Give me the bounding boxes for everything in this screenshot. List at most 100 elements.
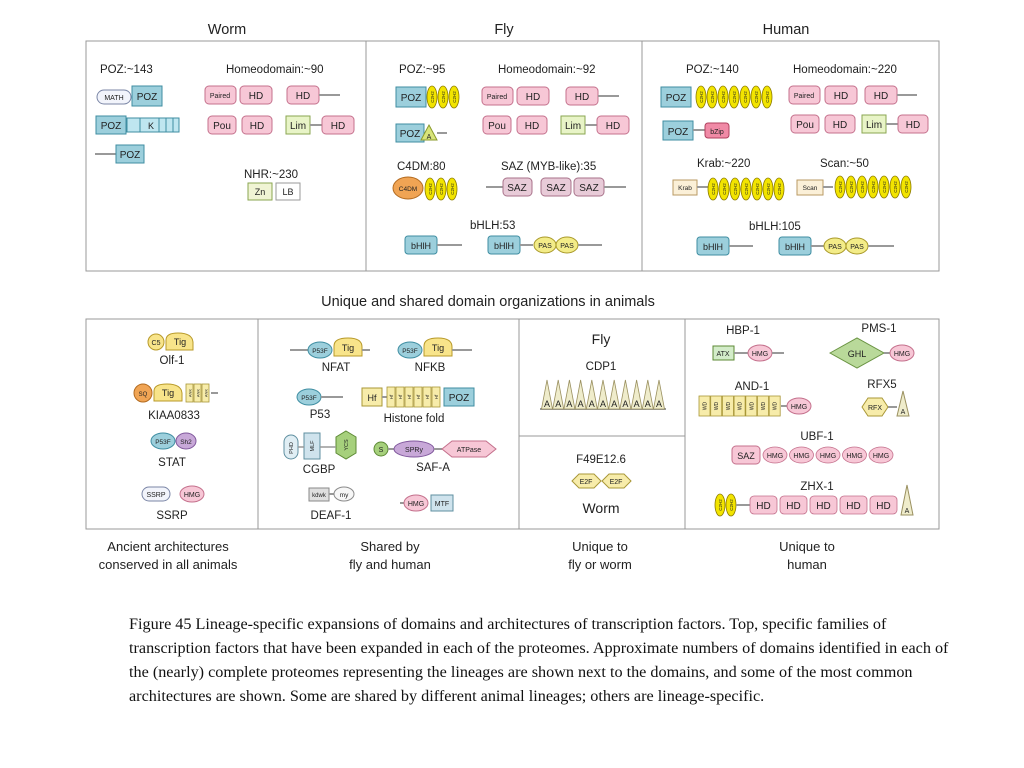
- nfkb-architecture: P53F Tig NFKB: [397, 337, 472, 374]
- ubf1-name: UBF-1: [800, 431, 833, 443]
- a-label: A: [544, 399, 550, 409]
- ank-label: ANK: [188, 389, 193, 398]
- saz-domain: [731, 445, 761, 465]
- hd-domain: [321, 115, 355, 135]
- hd-label: HD: [834, 91, 848, 102]
- e2f-domain: [601, 473, 632, 489]
- hd-domain: [839, 495, 868, 515]
- hmg-label: HMG: [184, 492, 200, 499]
- human-poz-bzip-architecture: POZ bZip: [662, 120, 730, 141]
- tig-label: Tig: [342, 343, 354, 353]
- poz-domain: [443, 387, 475, 407]
- math-label: MATH: [104, 95, 123, 102]
- fly-homeodomain-count: Homeodomain:~92: [498, 64, 596, 76]
- lb-domain: [275, 182, 301, 201]
- middle-title: Unique and shared domain organizations i…: [321, 294, 655, 310]
- worm-lim-hd-architecture: Lim HD: [285, 115, 355, 135]
- tig-domain: [153, 383, 183, 402]
- hmg-label: HMG: [846, 453, 862, 460]
- saf-a-architecture: S SPRy ATPase SAF-A: [373, 440, 497, 474]
- c2h2-zinc-finger: [695, 85, 707, 109]
- worm-homeodomain-count: Homeodomain:~90: [226, 64, 324, 76]
- hd-label: HD: [249, 91, 263, 102]
- p53f-domain: [307, 341, 333, 359]
- paired-domain: [481, 86, 514, 106]
- s-label: S: [379, 447, 384, 454]
- worm-pou-hd-architecture: Pou HD: [207, 115, 273, 135]
- poz-domain: [115, 144, 145, 164]
- c2h2-label: C2H2: [849, 181, 854, 193]
- hf-label: Hf: [398, 394, 403, 399]
- poz-label: POZ: [137, 92, 158, 103]
- ycs-domain: [335, 430, 357, 460]
- c2h2-label: C2H2: [729, 499, 734, 511]
- poz-domain: [131, 85, 163, 107]
- a-label: A: [645, 399, 651, 409]
- species-header-human: Human: [763, 22, 810, 38]
- c2h2-label: C2H2: [743, 91, 748, 103]
- c2h2-zinc-finger: [718, 177, 730, 201]
- c2h2-label: C2H2: [755, 183, 760, 195]
- worm-nhr-count: NHR:~230: [244, 169, 298, 181]
- hd-domain: [516, 86, 550, 106]
- hmg-domain: [842, 446, 867, 464]
- atpase-domain: [441, 440, 497, 458]
- wd-label: WD: [749, 401, 755, 410]
- tig-domain: [423, 337, 453, 357]
- sh2-domain: [175, 432, 197, 450]
- pou-domain: [482, 115, 512, 135]
- worm-paired-hd-architecture: Paired HD: [204, 85, 273, 105]
- fly-poz-count: POZ:~95: [399, 64, 445, 76]
- domain-architecture-figure: Worm Fly Human POZ:~143 Homeodomain:~90 …: [85, 22, 940, 572]
- c2h2-zinc-finger: [714, 493, 726, 517]
- c2h2-zinc-finger: [435, 177, 447, 201]
- saz-label: SAZ: [737, 451, 755, 461]
- a-repeat: [552, 379, 565, 410]
- c2h2-label: C2H2: [699, 91, 704, 103]
- hf-label: Hf: [407, 394, 412, 399]
- worm-poz-architecture: POZ: [95, 144, 145, 164]
- pas-label: PAS: [828, 244, 842, 251]
- hd-label: HD: [296, 91, 310, 102]
- ssrp-architecture: SSRP HMG SSRP: [141, 485, 205, 522]
- c2h2-zinc-finger: [424, 177, 436, 201]
- paired-label: Paired: [794, 93, 814, 100]
- c2h2-zinc-finger: [448, 85, 460, 109]
- c2h2-label: C2H2: [733, 183, 738, 195]
- p53f-label: P53F: [301, 395, 317, 402]
- p53f-domain: [397, 341, 423, 359]
- a-label: A: [578, 399, 584, 409]
- hd-label: HD: [525, 121, 539, 132]
- hmg-domain: [403, 494, 429, 512]
- pas-label: PAS: [560, 243, 574, 250]
- nfkb-name: NFKB: [415, 362, 446, 374]
- wd-repeat: [733, 395, 746, 417]
- ank-label: ANK: [196, 389, 201, 398]
- p53f-label: P53F: [155, 439, 171, 446]
- hd-label: HD: [575, 92, 589, 103]
- a-label: A: [611, 399, 617, 409]
- a-label: A: [555, 399, 561, 409]
- histone-repeat: [386, 386, 396, 408]
- hd-label: HD: [874, 91, 888, 102]
- c2h2-label: C2H2: [450, 183, 455, 195]
- fly-bhlh-count: bHLH:53: [470, 220, 515, 232]
- tig-label: Tig: [432, 343, 444, 353]
- c2h2-zinc-finger: [762, 177, 774, 201]
- e2f-label: E2F: [610, 479, 623, 486]
- hbp1-name: HBP-1: [726, 325, 760, 337]
- c2h2-zinc-finger: [729, 177, 741, 201]
- tig-label: Tig: [174, 337, 186, 347]
- hd-label: HD: [331, 121, 345, 132]
- ghl-label: GHL: [848, 349, 867, 359]
- histone-repeat: [413, 386, 423, 408]
- hd-domain: [239, 85, 273, 105]
- hd-label: HD: [876, 501, 890, 512]
- c2h2-zinc-finger: [739, 85, 751, 109]
